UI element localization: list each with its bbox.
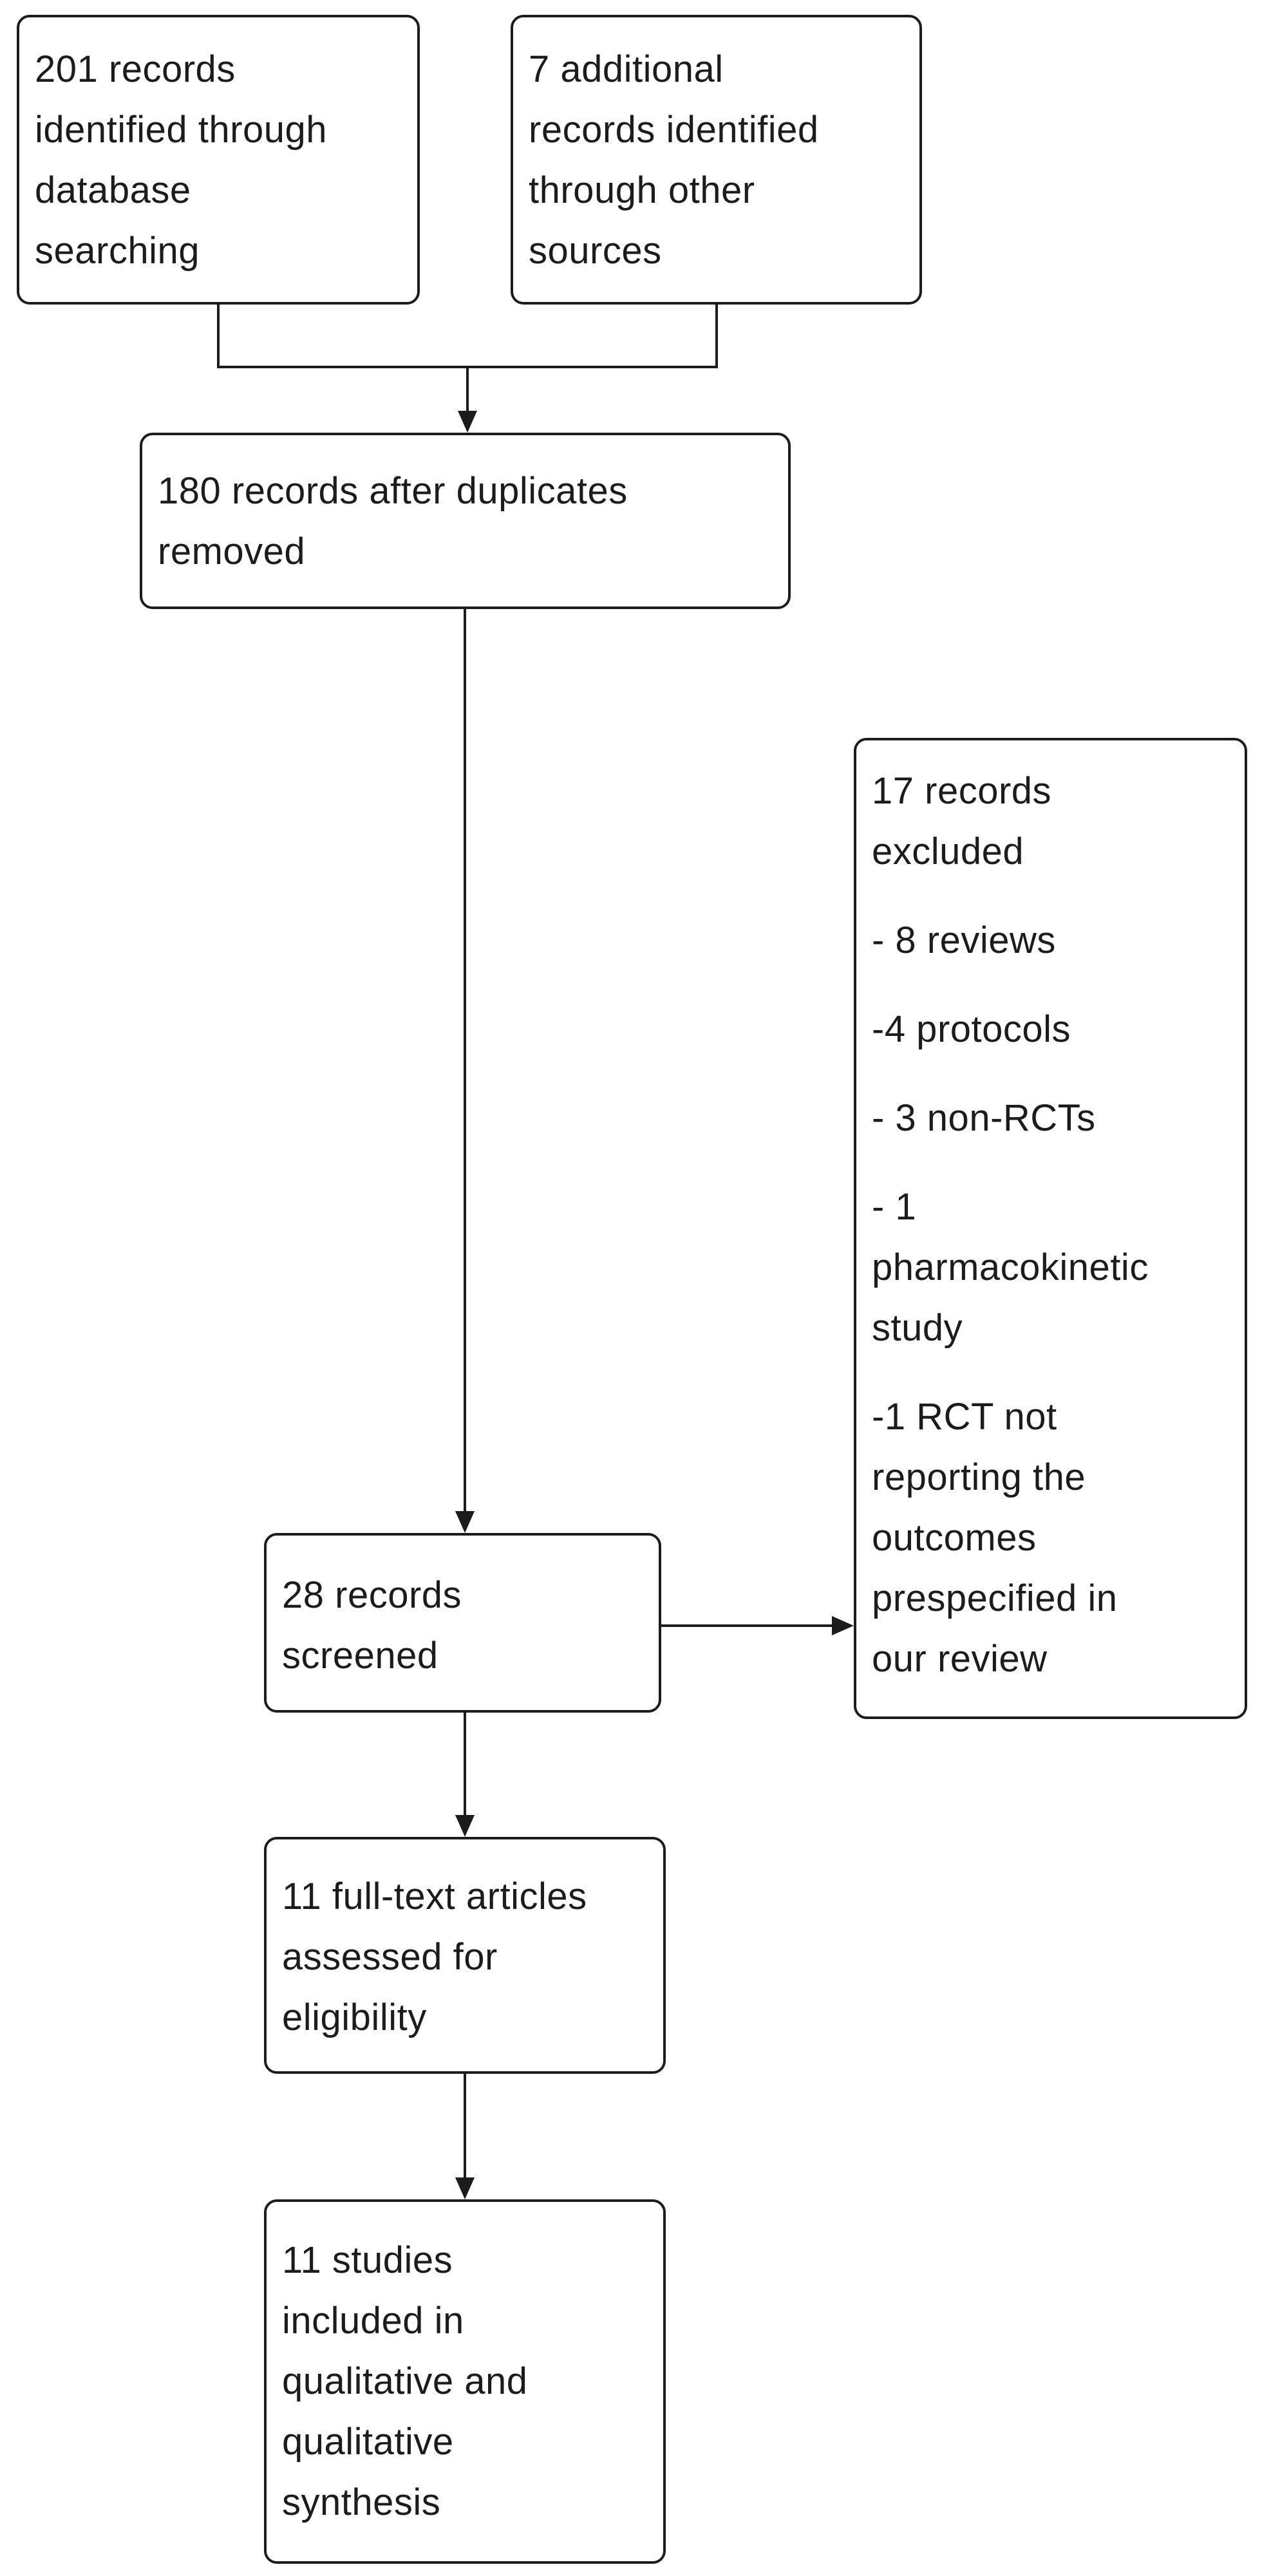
- box-text-line: - 8 reviews: [872, 919, 1056, 961]
- excluded-reason-protocols: -4 protocols: [872, 999, 1232, 1060]
- box-text-line: eligibility: [282, 1997, 427, 2038]
- arrowhead-into-excluded-box: [832, 1616, 854, 1635]
- box-text-line: database: [35, 169, 191, 211]
- box-text-line: searching: [35, 230, 200, 272]
- box-text-line: study: [872, 1307, 963, 1349]
- box-records-after-duplicates-removed: 180 records after duplicates removed: [140, 433, 791, 609]
- box-records-screened: 28 records screened: [264, 1533, 661, 1713]
- connector-merge-drop: [466, 366, 469, 411]
- arrowhead-into-duplicates-box: [458, 411, 477, 433]
- box-records-identified-database: 201 records identified through database …: [17, 15, 420, 305]
- connector-duplicates-to-screened: [464, 609, 466, 1511]
- box-text-line: qualitative and: [282, 2360, 528, 2402]
- excluded-reason-reviews: - 8 reviews: [872, 910, 1232, 971]
- box-text-line: included in: [282, 2300, 464, 2342]
- box-text-line: records identified: [529, 109, 819, 151]
- excluded-reason-non-rcts: - 3 non-RCTs: [872, 1088, 1232, 1149]
- box-text-line: sources: [529, 230, 662, 272]
- box-text-line: through other: [529, 169, 755, 211]
- box-text-line: identified through: [35, 109, 327, 151]
- box-text-line: 11 studies: [282, 2239, 453, 2281]
- box-text-line: excluded: [872, 831, 1024, 872]
- excluded-summary: 17 records excluded: [872, 761, 1232, 882]
- box-text-line: - 1: [872, 1186, 917, 1228]
- box-text-line: 11 full-text articles: [282, 1876, 587, 1917]
- connector-screened-to-excluded: [661, 1624, 832, 1627]
- box-text-line: qualitative: [282, 2421, 454, 2463]
- arrowhead-into-included-box: [455, 2177, 475, 2199]
- connector-screened-to-fulltext: [464, 1713, 466, 1815]
- box-text-line: 201 records: [35, 48, 236, 90]
- connector-merge-left-stem: [217, 305, 220, 368]
- connector-merge-right-stem: [715, 305, 718, 368]
- box-text-line: 17 records: [872, 770, 1052, 812]
- box-text-line: 180 records after duplicates: [158, 470, 628, 512]
- excluded-reason-pharmacokinetic: - 1 pharmacokinetic study: [872, 1177, 1232, 1359]
- box-text-line: -1 RCT not: [872, 1396, 1057, 1438]
- box-text-line: removed: [158, 531, 306, 572]
- box-text-line: 28 records: [282, 1574, 462, 1616]
- box-text-line: our review: [872, 1638, 1048, 1680]
- box-text-line: 7 additional: [529, 48, 724, 90]
- arrowhead-into-screened-box: [455, 1511, 475, 1533]
- box-fulltext-assessed: 11 full-text articles assessed for eligi…: [264, 1837, 666, 2074]
- box-text-line: reporting the: [872, 1456, 1086, 1498]
- excluded-reason-rct-outcomes: -1 RCT not reporting the outcomes prespe…: [872, 1387, 1232, 1689]
- box-text-line: synthesis: [282, 2481, 441, 2523]
- box-records-identified-other-sources: 7 additional records identified through …: [511, 15, 922, 305]
- box-text-line: screened: [282, 1635, 438, 1677]
- box-records-excluded: 17 records excluded - 8 reviews -4 proto…: [854, 738, 1247, 1719]
- box-text-line: outcomes: [872, 1517, 1037, 1559]
- arrowhead-into-fulltext-box: [455, 1815, 475, 1837]
- box-text-line: -4 protocols: [872, 1008, 1071, 1050]
- connector-fulltext-to-included: [464, 2074, 466, 2177]
- box-text-line: - 3 non-RCTs: [872, 1097, 1096, 1139]
- box-studies-included: 11 studies included in qualitative and q…: [264, 2199, 666, 2564]
- box-text-line: prespecified in: [872, 1577, 1118, 1619]
- box-text-line: assessed for: [282, 1936, 498, 1978]
- box-text-line: pharmacokinetic: [872, 1246, 1149, 1288]
